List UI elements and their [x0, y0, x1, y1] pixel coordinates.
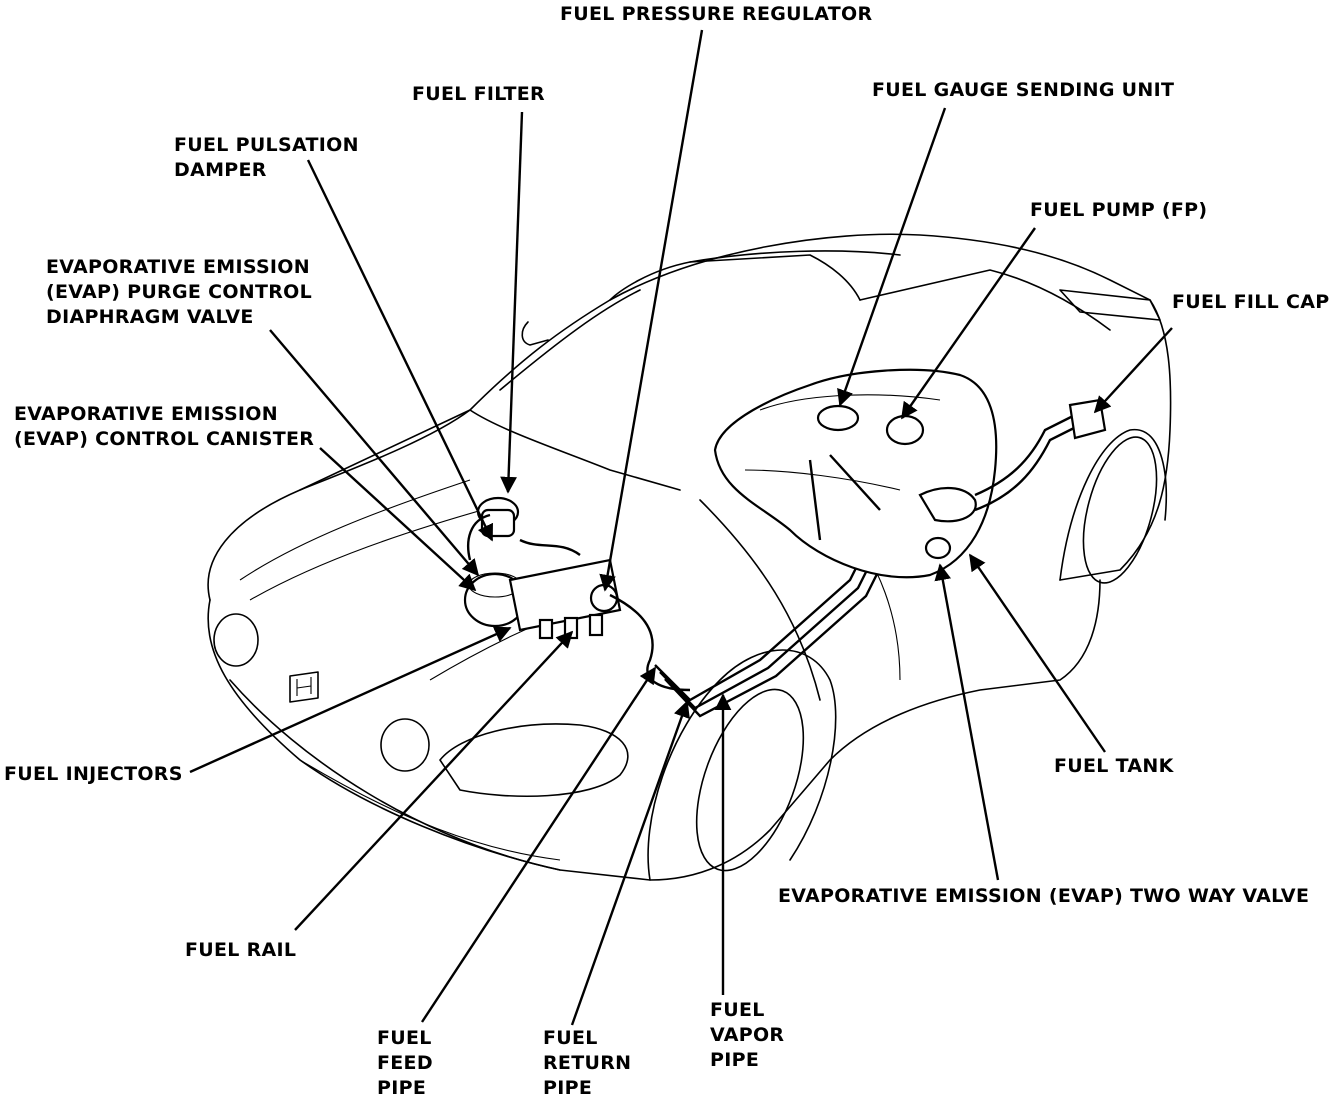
leader-fuel-filter	[500, 111, 524, 494]
fuel-rail-shape	[508, 558, 622, 632]
two-way-valve-shape	[924, 536, 952, 560]
leader-evap-two-way-valve	[934, 563, 1000, 881]
leader-fuel-tank	[969, 553, 1106, 753]
label-fuel-return-pipe: FUEL RETURN PIPE	[543, 1027, 632, 1099]
leader-fuel-pressure-regulator	[599, 29, 704, 592]
honda-emblem-icon	[289, 671, 319, 703]
label-evap-canister: EVAPORATIVE EMISSION (EVAP) CONTROL CANI…	[14, 403, 315, 450]
label-evap-two-way-valve: EVAPORATIVE EMISSION (EVAP) TWO WAY VALV…	[778, 885, 1310, 907]
leader-evap-purge-valve	[269, 329, 480, 577]
leader-fuel-pulsation-damper	[306, 159, 494, 542]
label-fuel-rail: FUEL RAIL	[185, 939, 297, 961]
car-body	[207, 233, 1172, 881]
label-evap-purge-valve: EVAPORATIVE EMISSION (EVAP) PURGE CONTRO…	[46, 256, 313, 328]
label-fuel-pulsation-damper: FUEL PULSATION DAMPER	[174, 134, 359, 181]
label-fuel-pump: FUEL PUMP (FP)	[1030, 199, 1208, 221]
leader-fuel-pump	[901, 227, 1036, 420]
leader-fuel-feed-pipe	[420, 666, 657, 1023]
leader-fuel-injectors	[189, 626, 512, 774]
fuel-tank-shape	[713, 368, 1107, 579]
label-fuel-filter: FUEL FILTER	[412, 83, 545, 105]
leader-fuel-return-pipe	[570, 700, 690, 1026]
leader-fuel-rail	[294, 630, 574, 931]
engine-components	[463, 496, 691, 692]
fuel-pump-shape	[885, 414, 925, 446]
label-fuel-injectors: FUEL INJECTORS	[4, 763, 183, 785]
label-fuel-gauge-sending-unit: FUEL GAUGE SENDING UNIT	[872, 79, 1175, 101]
leader-fuel-fill-cap	[1093, 327, 1173, 414]
label-fuel-vapor-pipe: FUEL VAPOR PIPE	[710, 999, 785, 1071]
label-fuel-feed-pipe: FUEL FEED PIPE	[377, 1027, 433, 1099]
sending-unit-shape	[816, 404, 860, 432]
leader-fuel-gauge-sending-unit	[837, 107, 947, 407]
leader-lines	[189, 29, 1173, 1026]
label-fuel-tank: FUEL TANK	[1054, 755, 1174, 777]
leader-evap-canister	[319, 447, 477, 592]
label-fuel-pressure-regulator: FUEL PRESSURE REGULATOR	[560, 3, 873, 25]
label-fuel-fill-cap: FUEL FILL CAP	[1172, 291, 1330, 313]
